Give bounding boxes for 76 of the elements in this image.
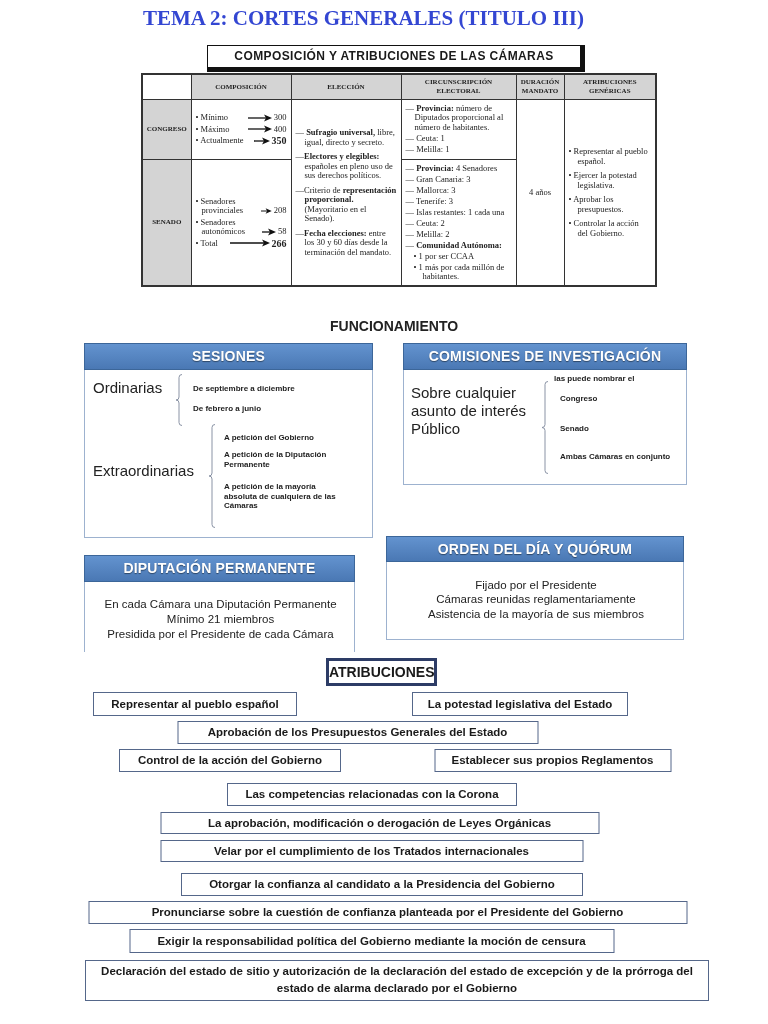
list-item: — Islas restantes: 1 cada una bbox=[405, 207, 506, 217]
term-label: Extraordinarias bbox=[93, 462, 194, 480]
value-text: 350 bbox=[271, 136, 287, 146]
body-text: Fijado por el Presidente bbox=[475, 579, 597, 593]
list-item: —Criterio de representación proporcional. (Mayoritario en el Senado). bbox=[295, 185, 397, 224]
attribution-box: Pronunciarse sobre la cuestión de confianza planteada por el Presidente del Gobierno bbox=[88, 901, 687, 924]
section-heading: FUNCIONAMIENTO bbox=[330, 318, 459, 334]
list-item: — Melilla: 2 bbox=[405, 229, 451, 239]
heading-box: COMPOSICIÓN Y ATRIBUCIONES DE LAS CÁMARAS bbox=[207, 45, 585, 72]
list-item: — Tenerife: 3 bbox=[405, 196, 454, 206]
term-label: Ordinarias bbox=[93, 379, 163, 397]
caption-text: las puede nombrar el bbox=[554, 374, 635, 384]
list-item: A petición de la Diputación Permanente bbox=[224, 450, 328, 470]
list-item: • Actualmente bbox=[195, 136, 245, 146]
value-text: 400 bbox=[273, 124, 287, 135]
list-item: • Representar al pueblo español. bbox=[568, 147, 649, 166]
list-item: De septiembre a diciembre bbox=[193, 384, 295, 394]
attribution-box: Control de la acción del Gobierno bbox=[119, 749, 341, 772]
body-text: Asistencia de la mayoría de sus miembros bbox=[428, 608, 644, 622]
info-panel bbox=[84, 555, 355, 652]
body-text: Presidida por el Presidente de cada Cámara bbox=[107, 628, 334, 642]
value-text: 58 bbox=[278, 227, 287, 237]
value-text: 266 bbox=[271, 238, 287, 249]
list-item: • Aprobar los presupuestos. bbox=[568, 195, 625, 214]
list-item: — Ceuta: 1 bbox=[405, 133, 446, 143]
list-item: —Electores y elegibles: españoles en pleno uso de sus derechos políticos. bbox=[295, 152, 394, 181]
list-item: • Senadores provinciales bbox=[195, 196, 245, 216]
panel-header: DIPUTACIÓN PERMANENTE bbox=[84, 555, 355, 582]
value-text: 300 bbox=[273, 113, 287, 123]
body-text: Cámaras reunidas reglamentariamente bbox=[436, 593, 636, 607]
panel-header: COMISIONES DE INVESTIGACIÓN bbox=[403, 343, 687, 370]
list-item: — Provincia: número de Diputados proporcional al número de habitantes. bbox=[405, 103, 505, 132]
list-item: — Ceuta: 2 bbox=[405, 218, 446, 228]
cell-text: 4 años bbox=[529, 187, 551, 198]
list-item: —Fecha elecciones: entre los 30 y 60 días desde la terminación del mandato. bbox=[295, 228, 393, 257]
body-text: En cada Cámara una Diputación Permanente bbox=[104, 598, 337, 612]
attribution-box: Otorgar la confianza al candidato a la Presidencia del Gobierno bbox=[181, 873, 583, 896]
info-panel bbox=[84, 343, 373, 538]
list-item: • Máximo bbox=[195, 124, 231, 135]
list-item: A petición del Gobierno bbox=[224, 433, 314, 443]
list-item: — Mallorca: 3 bbox=[405, 185, 457, 195]
heading-box: ATRIBUCIONES bbox=[326, 658, 437, 686]
list-item: Senado bbox=[560, 424, 589, 434]
info-panel bbox=[386, 536, 684, 640]
list-item: Congreso bbox=[560, 394, 598, 404]
list-item: • Senadores autonómicos bbox=[195, 217, 246, 237]
list-item: A petición de la mayoría absoluta de cualquiera de las Cámaras bbox=[224, 482, 337, 511]
page-title: TEMA 2: CORTES GENERALES (TITULO III) bbox=[143, 6, 584, 31]
attribution-box: Establecer sus propios Reglamentos bbox=[434, 749, 671, 772]
panel-header: ORDEN DEL DÍA Y QUÓRUM bbox=[386, 536, 684, 562]
list-item: — Provincia: 4 Senadores bbox=[405, 163, 499, 173]
list-item: • Total bbox=[195, 238, 219, 249]
list-item: • 1 por ser CCAA bbox=[413, 251, 476, 261]
attribution-box: Declaración del estado de sitio y autorización de la declaración del estado de excepción y de la prórroga del estado de alarma declarado por el Gobierno bbox=[85, 960, 709, 1001]
attribution-box: Velar por el cumplimiento de los Tratados internacionales bbox=[160, 840, 583, 862]
list-item: • Mínimo bbox=[195, 113, 229, 123]
description-text: Sobre cualquier asunto de interés Público bbox=[411, 384, 528, 438]
list-item: • 1 más por cada millón de habitantes. bbox=[413, 262, 506, 282]
attribution-box: Exigir la responsabilidad política del Gobierno mediante la moción de censura bbox=[129, 929, 614, 953]
panel-header: SESIONES bbox=[84, 343, 373, 370]
list-item: • Controlar la acción del Gobierno. bbox=[568, 219, 640, 238]
list-item: Ambas Cámaras en conjunto bbox=[560, 452, 671, 462]
value-text: 208 bbox=[273, 206, 287, 216]
list-item: De febrero a junio bbox=[193, 404, 261, 414]
attribution-box: Representar al pueblo español bbox=[93, 692, 297, 716]
attribution-box: Las competencias relacionadas con la Corona bbox=[227, 783, 517, 806]
list-item: — Comunidad Autónoma: bbox=[405, 240, 503, 250]
attribution-box: La potestad legislativa del Estado bbox=[412, 692, 628, 716]
list-item: — Melilla: 1 bbox=[405, 144, 451, 154]
list-item: — Gran Canaria: 3 bbox=[405, 174, 472, 184]
list-item: • Ejercer la potestad legislativa. bbox=[568, 171, 638, 190]
body-text: Mínimo 21 miembros bbox=[166, 613, 275, 627]
attribution-box: Aprobación de los Presupuestos Generales del Estado bbox=[177, 721, 538, 744]
info-panel bbox=[403, 343, 687, 485]
list-item: — Sufragio universal, libre, igual, directo y secreto. bbox=[295, 128, 396, 147]
attribution-box: La aprobación, modificación o derogación de Leyes Orgánicas bbox=[160, 812, 599, 834]
